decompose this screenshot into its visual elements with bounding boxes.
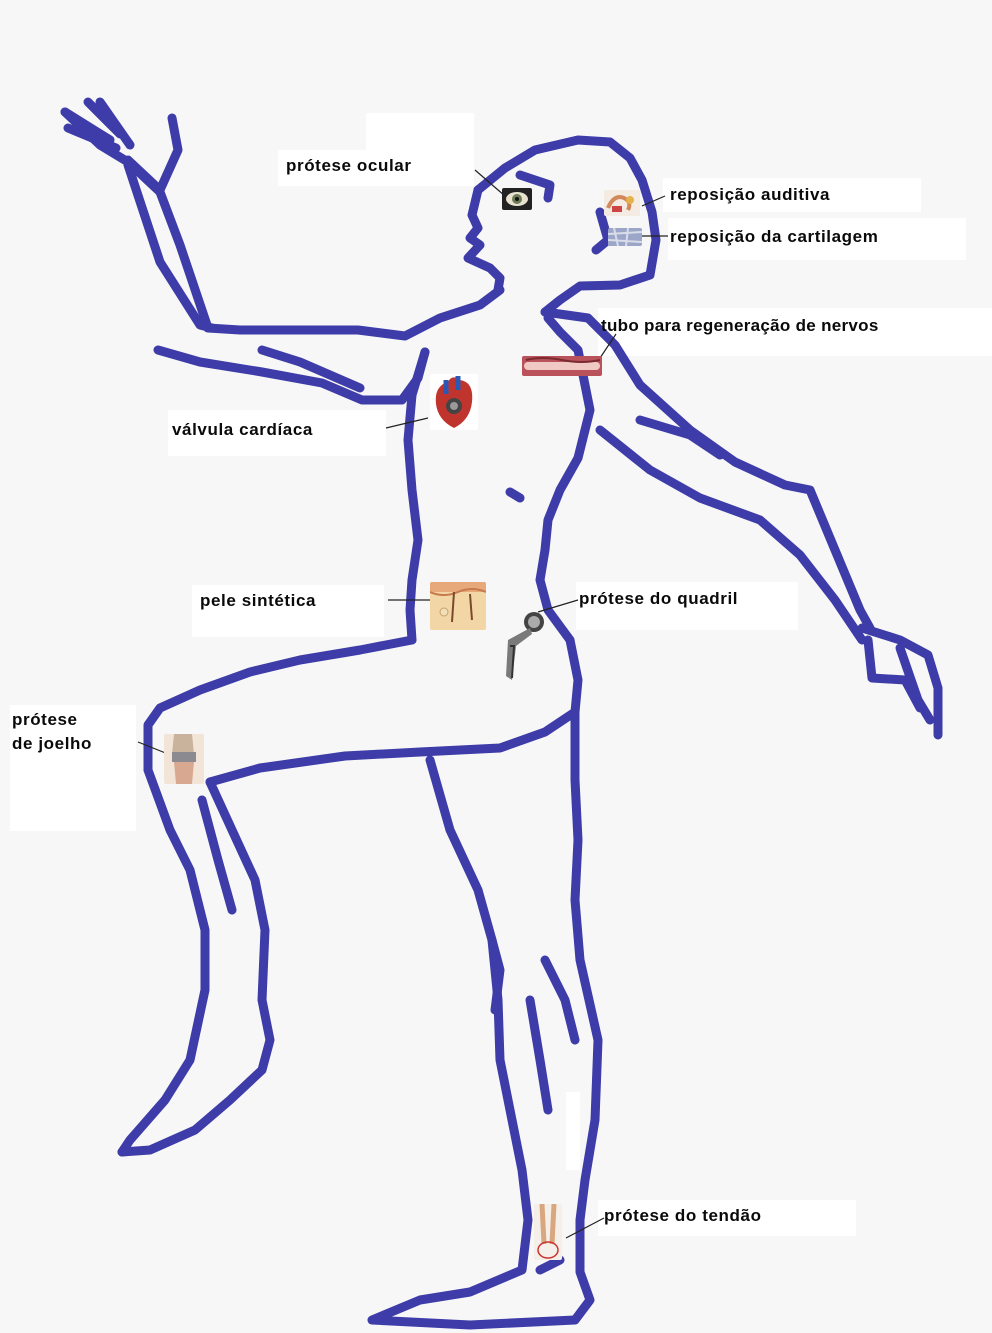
ear <box>596 212 608 250</box>
head-outline <box>478 140 656 312</box>
ear-implant-icon <box>604 190 640 216</box>
label-protese-ocular: prótese ocular <box>286 154 412 178</box>
calf-line <box>545 960 575 1040</box>
nerve-tube-icon <box>522 356 602 376</box>
standing-leg-front <box>372 712 598 1325</box>
label-pele-sintetica: pele sintética <box>200 589 316 613</box>
label-protese-quadril: prótese do quadril <box>579 587 738 611</box>
eye-prosthesis-icon <box>502 188 532 210</box>
label-reposicao-cartilagem: reposição da cartilagem <box>670 225 878 249</box>
label-tubo-nervos: tubo para regeneração de nervos <box>601 314 879 338</box>
leader-tendao <box>566 1218 604 1238</box>
hip-implant-icon <box>496 606 550 684</box>
shin-back <box>122 782 270 1152</box>
shin-front <box>122 770 205 1152</box>
back-line <box>408 352 425 640</box>
label-protese-tendao: prótese do tendão <box>604 1204 762 1228</box>
label-protese-joelho-line1: prótese <box>12 708 78 732</box>
label-valvula-cardiaca: válvula cardíaca <box>172 418 313 442</box>
face-profile <box>468 190 500 290</box>
shin-crease <box>530 1000 548 1110</box>
heart-valve-icon <box>430 374 478 430</box>
tendon-icon <box>534 1204 562 1260</box>
skin-layer-icon <box>430 582 486 630</box>
navel <box>510 492 520 498</box>
label-protese-joelho-line2: de joelho <box>12 732 92 756</box>
knee-implant-icon <box>164 734 204 784</box>
ankle <box>540 1260 560 1270</box>
cartilage-icon <box>608 228 642 246</box>
label-reposicao-auditiva: reposição auditiva <box>670 183 830 207</box>
